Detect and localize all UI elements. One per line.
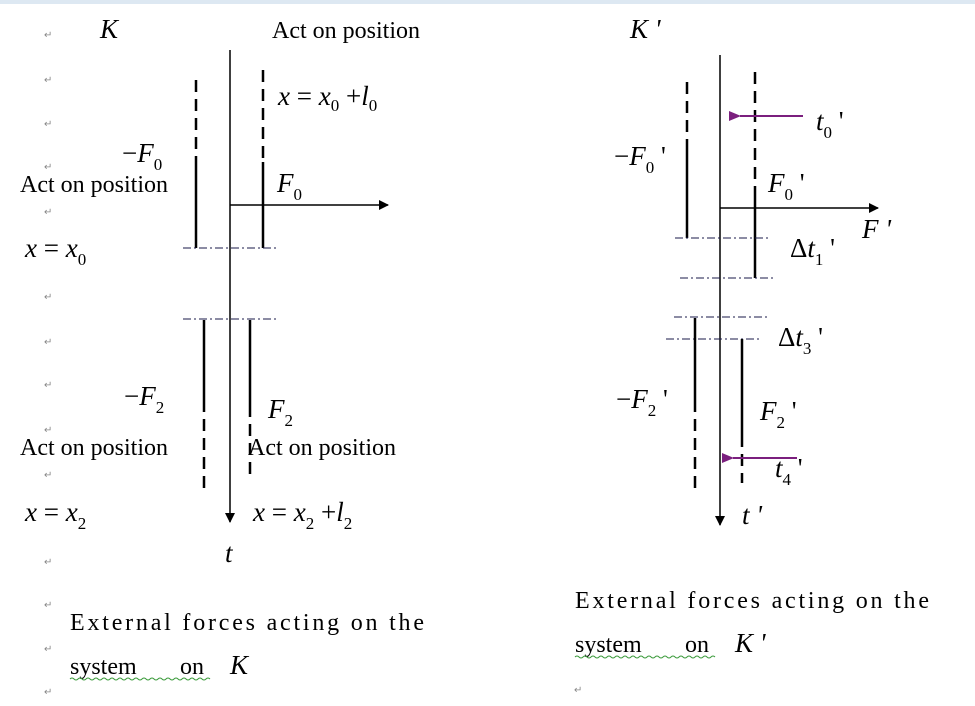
position-x2: x = x2: [24, 497, 86, 533]
neg-f0-label: −F0: [122, 138, 162, 174]
caption-line-2a: system: [70, 654, 137, 680]
force-axis-label: F ': [861, 214, 892, 244]
delta-t1-label: Δt1 ': [790, 233, 835, 269]
t0-label: t0 ': [816, 106, 844, 142]
paragraph-mark: ↵: [44, 644, 52, 655]
act-on-position-caption: Act on position: [20, 172, 168, 198]
paragraph-marks: ↵ ↵ ↵ ↵ ↵ ↵ ↵ ↵ ↵ ↵ ↵ ↵ ↵ ↵ ↵: [44, 30, 582, 698]
frame-k-prime-label: K ': [629, 14, 662, 44]
frame-k-label: K: [99, 14, 120, 44]
time-axis-label: t: [225, 538, 234, 568]
paragraph-mark: ↵: [574, 685, 582, 696]
paragraph-mark: ↵: [44, 600, 52, 611]
paragraph-mark: ↵: [44, 75, 52, 86]
neg-f2-label: −F2 ': [616, 384, 668, 420]
paragraph-mark: ↵: [44, 337, 52, 348]
f0-label: F0 ': [767, 168, 805, 204]
neg-f0-label: −F0 ': [614, 141, 666, 177]
act-on-position-caption: Act on position: [272, 18, 420, 44]
frame-k-diagram: K Act on position x = x0 +l0 −F0 Act on …: [20, 14, 424, 681]
spellcheck-underline: [574, 655, 716, 659]
neg-f2-label: −F2: [124, 381, 164, 417]
paragraph-mark: ↵: [44, 470, 52, 481]
paragraph-mark: ↵: [44, 380, 52, 391]
caption-line-2b: on: [180, 654, 204, 680]
delta-t3-label: Δt3 ': [778, 322, 823, 358]
caption-line-2b: on: [685, 632, 709, 658]
position-x0: x = x0: [24, 233, 86, 269]
paragraph-mark: ↵: [44, 687, 52, 698]
spellcheck-underline: [69, 677, 211, 681]
act-on-position-caption: Act on position: [20, 435, 168, 461]
paragraph-mark: ↵: [44, 425, 52, 436]
caption-line-2a: system: [575, 632, 642, 658]
act-on-position-caption: Act on position: [248, 435, 396, 461]
paragraph-mark: ↵: [44, 119, 52, 130]
paragraph-mark: ↵: [44, 162, 52, 173]
frame-k-prime-diagram: K ' t0 ' −F0 ' F0 ' F ' Δt1 ' Δt3 ' −F2 …: [574, 14, 929, 659]
paragraph-mark: ↵: [44, 557, 52, 568]
caption-frame-k: K: [229, 650, 250, 680]
position-x0-l0: x = x0 +l0: [277, 81, 377, 115]
top-bar: [0, 0, 975, 4]
f2-label: F2: [267, 394, 293, 430]
f0-label: F0: [276, 168, 302, 204]
f2-label: F2 ': [759, 396, 797, 432]
time-axis-label: t ': [742, 500, 763, 530]
paragraph-mark: ↵: [44, 292, 52, 303]
paragraph-mark: ↵: [44, 30, 52, 41]
caption-line-1: External forces acting on the: [575, 588, 929, 614]
caption-line-1: External forces acting on the: [70, 610, 424, 636]
paragraph-mark: ↵: [44, 207, 52, 218]
t4-label: t4 ': [775, 453, 803, 489]
position-x2-l2: x = x2 +l2: [252, 497, 352, 533]
caption-frame-k-prime: K ': [734, 628, 767, 658]
